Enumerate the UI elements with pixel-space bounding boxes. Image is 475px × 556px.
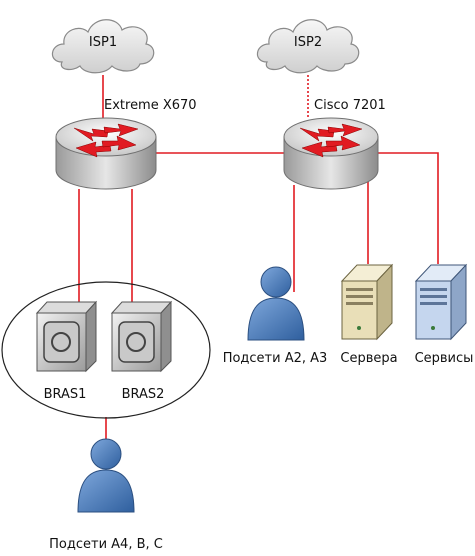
bras1-switch-icon: BRAS1 bbox=[35, 300, 98, 402]
users-a2a3-user-icon: Подсети А2, А3 bbox=[223, 266, 328, 366]
services-label: Сервисы bbox=[415, 351, 474, 366]
bras-group-ellipse bbox=[1, 281, 211, 419]
router2-router-icon: Cisco 7201 bbox=[283, 98, 386, 190]
bras2-label: BRAS2 bbox=[122, 387, 165, 402]
bras1-label: BRAS1 bbox=[44, 387, 87, 402]
router1-router-icon: Extreme X670 bbox=[55, 98, 197, 190]
users-a4bc-label: Подсети А4, В, С bbox=[49, 537, 163, 552]
servers-label: Сервера bbox=[340, 351, 397, 366]
link-router2-services bbox=[378, 152, 439, 264]
isp1-cloud-icon: ISP1 bbox=[51, 19, 155, 74]
router1-label: Extreme X670 bbox=[104, 98, 197, 113]
services-server-icon: Сервисы bbox=[415, 263, 474, 366]
users-a2a3-label: Подсети А2, А3 bbox=[223, 351, 328, 366]
isp2-label: ISP2 bbox=[294, 35, 322, 50]
isp2-cloud-icon: ISP2 bbox=[256, 19, 360, 74]
users-a4bc-user-icon: Подсети А4, В, С bbox=[49, 438, 163, 552]
servers-server-icon: Сервера bbox=[340, 263, 398, 366]
isp1-label: ISP1 bbox=[89, 35, 117, 50]
bras2-switch-icon: BRAS2 bbox=[110, 300, 173, 402]
links bbox=[78, 75, 439, 460]
router2-label: Cisco 7201 bbox=[314, 98, 386, 113]
